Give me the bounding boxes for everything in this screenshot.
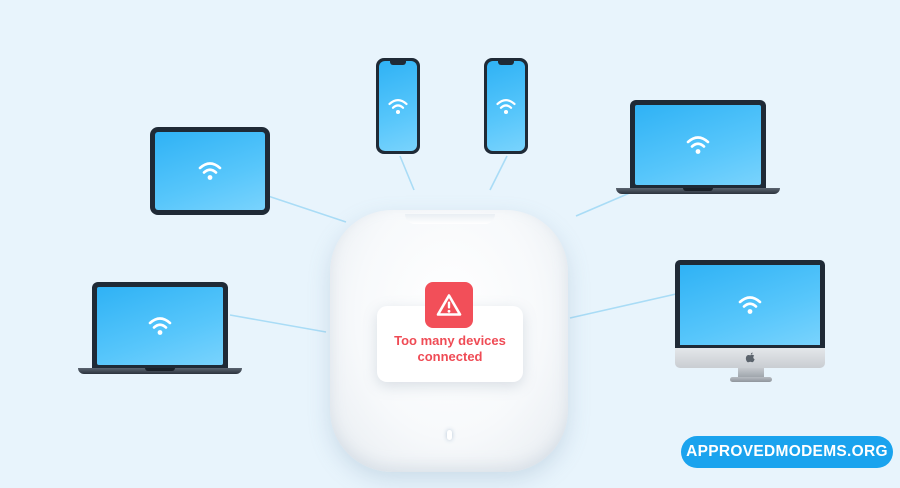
laptop-device <box>92 282 228 368</box>
smartphone-device <box>484 58 528 154</box>
phone-notch <box>390 61 406 65</box>
link-phone-2 <box>489 155 508 191</box>
link-tablet <box>267 195 347 223</box>
tablet-device <box>150 127 270 215</box>
wifi-icon <box>686 136 710 154</box>
laptop-base <box>616 188 780 194</box>
desktop-foot <box>730 377 772 382</box>
desktop-chin <box>675 348 825 368</box>
link-laptop-right <box>575 191 633 217</box>
desktop-screen <box>680 265 820 345</box>
laptop-device <box>630 100 766 188</box>
phone-screen <box>379 61 417 151</box>
wifi-icon <box>496 98 516 114</box>
link-phone-1 <box>399 155 415 191</box>
laptop-hinge <box>683 188 713 191</box>
alert-message-line-2: connected <box>417 349 483 364</box>
wifi-icon <box>198 162 222 180</box>
smartphone-device <box>376 58 420 154</box>
desktop-stand <box>738 368 764 378</box>
link-laptop-left <box>229 314 327 333</box>
wifi-icon <box>148 317 172 335</box>
alert-card: Too many devices connected <box>377 306 523 382</box>
brand-badge[interactable]: APPROVEDMODEMS.ORG <box>681 436 893 468</box>
warning-triangle-icon <box>436 294 462 316</box>
wifi-icon <box>738 296 762 314</box>
link-desktop <box>569 293 677 319</box>
laptop-base <box>78 368 242 374</box>
laptop-screen <box>97 287 223 365</box>
tablet-screen <box>155 132 265 210</box>
router-top-vent <box>405 214 495 224</box>
laptop-hinge <box>145 368 175 371</box>
phone-screen <box>487 61 525 151</box>
brand-label: APPROVEDMODEMS.ORG <box>686 443 888 460</box>
alert-message-line-1: Too many devices <box>394 333 506 348</box>
router-device: Too many devices connected <box>330 210 568 472</box>
apple-logo-icon <box>745 352 755 362</box>
desktop-computer <box>675 260 825 368</box>
alert-message: Too many devices connected <box>394 333 506 365</box>
desktop-bezel <box>675 260 825 348</box>
alert-icon-badge <box>425 282 473 328</box>
wifi-icon <box>388 98 408 114</box>
router-led-indicator <box>447 430 452 440</box>
laptop-screen <box>635 105 761 185</box>
phone-notch <box>498 61 514 65</box>
